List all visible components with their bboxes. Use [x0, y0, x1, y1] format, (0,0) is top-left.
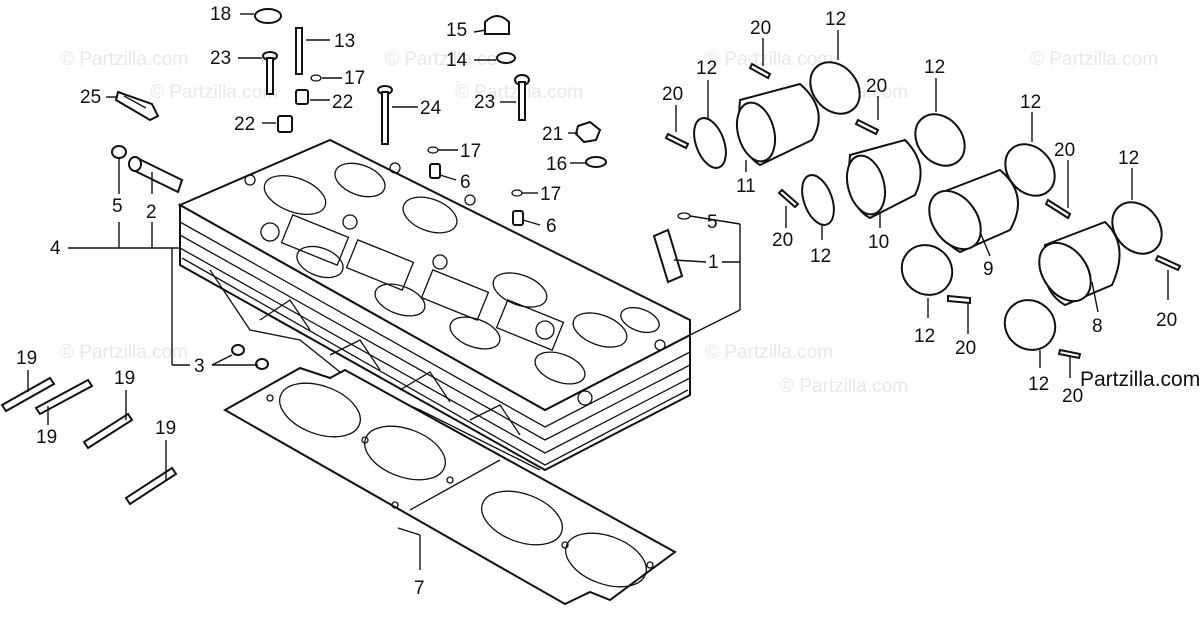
combustion-chambers — [244, 162, 666, 406]
callout-15: 15 — [446, 20, 467, 41]
hardware-parts — [0, 8, 691, 506]
callout-9: 9 — [983, 259, 994, 280]
callout-21: 21 — [542, 124, 563, 145]
callout-25: 25 — [80, 87, 101, 108]
callout-22: 22 — [234, 114, 255, 135]
callout-22: 22 — [332, 92, 353, 113]
callout-12: 12 — [1028, 374, 1049, 395]
cylinder-head — [177, 138, 691, 472]
intake-assembly — [664, 61, 1182, 360]
watermark: © Partzilla.com — [60, 49, 188, 70]
callout-13: 13 — [334, 31, 355, 52]
callout-6: 6 — [460, 172, 471, 193]
callout-24: 24 — [420, 98, 442, 119]
callout-19: 19 — [16, 348, 37, 369]
callout-23: 23 — [210, 48, 231, 69]
callout-20: 20 — [772, 230, 793, 251]
leader-lines — [27, 13, 1169, 570]
callout-17: 17 — [344, 68, 365, 89]
head-gasket — [222, 366, 677, 606]
watermark: © Partzilla.com — [60, 342, 188, 363]
callout-17: 17 — [460, 141, 481, 162]
callout-19: 19 — [36, 427, 57, 448]
watermark: © Partzilla.com — [385, 49, 513, 70]
callout-18: 18 — [210, 4, 231, 25]
callout-8: 8 — [1092, 316, 1103, 337]
callout-3: 3 — [194, 356, 205, 377]
callout-12: 12 — [825, 9, 846, 30]
callout-10: 10 — [868, 232, 889, 253]
callout-20: 20 — [1062, 386, 1083, 407]
callout-20: 20 — [1156, 310, 1177, 331]
callout-14: 14 — [446, 50, 468, 71]
callout-20: 20 — [662, 84, 683, 105]
callout-12: 12 — [1118, 148, 1139, 169]
callout-12: 12 — [810, 246, 831, 267]
callout-12: 12 — [914, 326, 935, 347]
callout-11: 11 — [736, 176, 756, 197]
callout-12: 12 — [924, 57, 945, 78]
callout-1: 1 — [708, 252, 719, 273]
callout-19: 19 — [155, 418, 176, 439]
callout-19: 19 — [114, 368, 135, 389]
callout-2: 2 — [146, 202, 157, 223]
watermark: © Partzilla.com — [705, 49, 833, 70]
callout-23: 23 — [474, 92, 495, 113]
callout-20: 20 — [750, 18, 771, 39]
callout-6: 6 — [546, 216, 557, 237]
callout-5: 5 — [112, 196, 123, 217]
callout-20: 20 — [866, 76, 887, 97]
callout-16: 16 — [546, 154, 567, 175]
callout-7: 7 — [414, 578, 425, 599]
watermark: © Partzilla.com — [1030, 49, 1158, 70]
brand-logo-text: Partzilla.com — [1080, 368, 1200, 391]
callout-20: 20 — [955, 338, 976, 359]
callout-17: 17 — [540, 184, 561, 205]
callout-12: 12 — [1020, 92, 1041, 113]
callouts: 18 13 23 17 25 22 22 24 15 14 23 21 17 1… — [16, 4, 1177, 599]
callout-5: 5 — [707, 212, 718, 233]
watermark: © Partzilla.com — [705, 342, 833, 363]
callout-4: 4 — [50, 238, 61, 259]
watermark: © Partzilla.com — [780, 376, 908, 397]
watermark: © Partzilla.com — [150, 82, 278, 103]
callout-12: 12 — [696, 58, 717, 79]
callout-20: 20 — [1054, 140, 1075, 161]
